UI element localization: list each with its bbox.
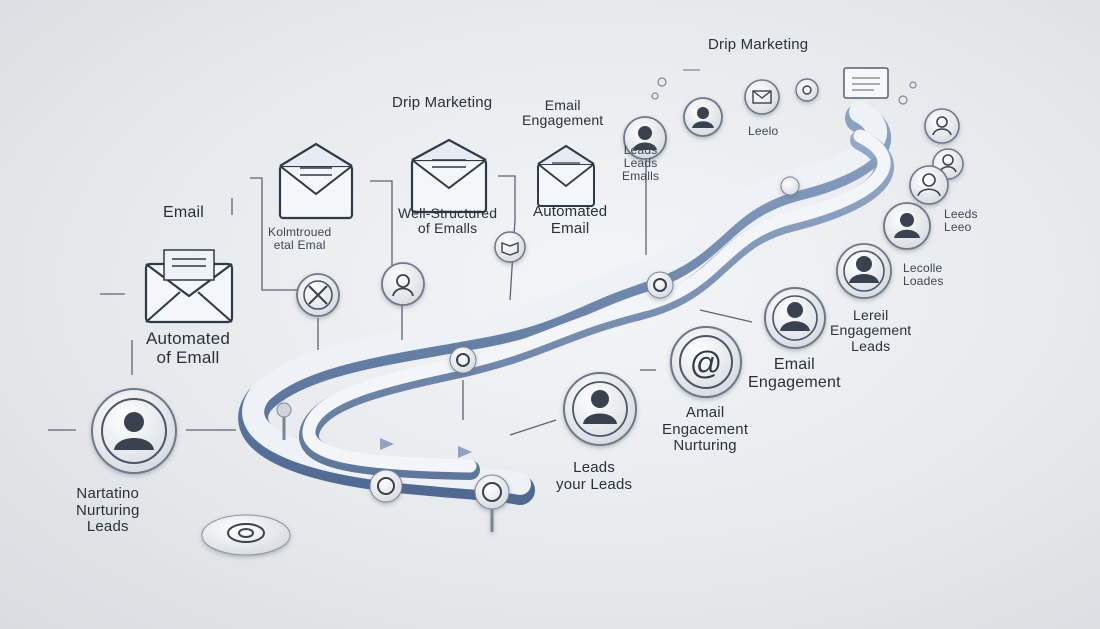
- drip-marketing-top-label: Drip Marketing: [708, 36, 809, 53]
- drip-marketing-mid-label: Drip Marketing: [392, 94, 493, 111]
- at-sign-icon: [201, 514, 291, 556]
- person-icon: [764, 287, 826, 349]
- map-marker-icon: [780, 176, 800, 196]
- person-icon: [563, 372, 637, 446]
- envelope-icon: [843, 67, 889, 99]
- svg-text:@: @: [690, 345, 722, 381]
- envelope-icon: [144, 249, 234, 324]
- person-icon: [909, 165, 949, 205]
- road-markers: [201, 176, 800, 556]
- map-marker-icon: [474, 474, 510, 532]
- map-marker-icon: [276, 402, 292, 440]
- decorative-sparkles-icon: [651, 69, 917, 105]
- person-icon: [836, 243, 892, 299]
- road-arrow-icon: [458, 446, 472, 458]
- envelope-icon: [537, 144, 595, 207]
- book-icon: [494, 231, 526, 263]
- envelope-icon: [278, 142, 354, 220]
- leelo-label: Leelo: [748, 124, 779, 138]
- envelope-circle-icon: [744, 79, 780, 115]
- envelope-icon: [410, 138, 488, 214]
- at-sign-icon: @: [670, 326, 742, 398]
- road-arrow-icon: [380, 438, 394, 450]
- person-icon: [91, 388, 177, 474]
- person-icon: [883, 202, 931, 250]
- person-icon: [924, 108, 960, 144]
- map-marker-icon: [449, 346, 477, 374]
- map-marker-icon: [369, 469, 403, 503]
- person-icon: [683, 97, 723, 137]
- person-icon: [623, 116, 667, 160]
- person-icon: [381, 262, 425, 306]
- email-left-label: Email: [163, 204, 205, 221]
- settings-icon: [795, 78, 819, 102]
- close-circle-icon: [296, 273, 340, 317]
- map-marker-icon: [646, 271, 674, 299]
